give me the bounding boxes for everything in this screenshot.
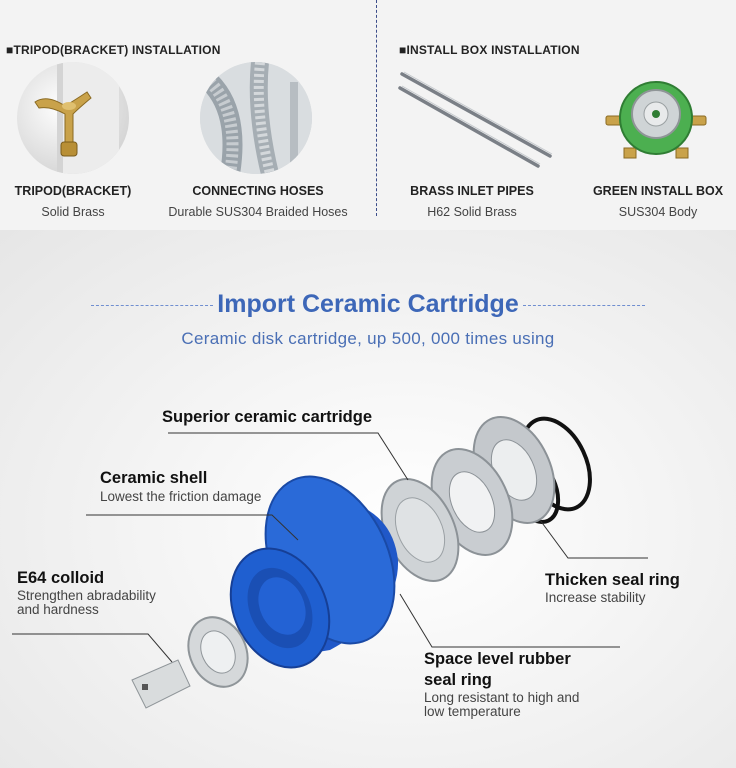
connecting-hoses-image <box>200 62 312 174</box>
install-box-section-title: ■INSTALL BOX INSTALLATION <box>399 43 580 57</box>
pipes-name: BRASS INLET PIPES <box>410 184 534 198</box>
tripod-section-title: ■TRIPOD(BRACKET) INSTALLATION <box>6 43 221 57</box>
pipes-desc: H62 Solid Brass <box>427 205 517 219</box>
rubber-seal-desc-2: low temperature <box>424 704 521 719</box>
thicken-seal-label: Thicken seal ring <box>545 571 680 589</box>
blue-ceramic-shell <box>229 475 399 669</box>
cartridge-subheading: Ceramic disk cartridge, up 500, 000 time… <box>181 329 555 348</box>
tripod-desc: Solid Brass <box>41 205 105 219</box>
brass-inlet-pipes-image <box>398 71 553 168</box>
tripod-name: TRIPOD(BRACKET) <box>14 184 132 198</box>
superior-cartridge-label: Superior ceramic cartridge <box>162 408 373 426</box>
section-divider <box>376 0 377 216</box>
cartridge-heading-text: Import Ceramic Cartridge <box>217 290 519 318</box>
leader-lines <box>12 432 648 663</box>
rubber-seal-desc-1: Long resistant to high and <box>424 690 580 705</box>
cartridge-spindle <box>131 616 249 709</box>
install-box-desc: SUS304 Body <box>618 205 698 219</box>
cartridge-section-bg <box>0 230 736 768</box>
ceramic-shell-label: Ceramic shell <box>100 469 208 487</box>
rubber-seal-label-2: seal ring <box>424 671 492 689</box>
e64-colloid-desc-2: and hardness <box>17 602 99 617</box>
cartridge-heading: Import Ceramic Cartridge <box>0 290 736 319</box>
e64-colloid-label: E64 colloid <box>17 569 105 587</box>
hoses-name: CONNECTING HOSES <box>192 184 324 198</box>
e64-colloid-desc-1: Strengthen abradability <box>17 588 156 603</box>
grey-gear-rings <box>380 416 556 583</box>
install-box-name: GREEN INSTALL BOX <box>592 184 724 198</box>
heading-left-dashes <box>91 304 214 306</box>
ceramic-shell-desc: Lowest the friction damage <box>100 489 262 504</box>
tripod-bracket-image <box>17 62 129 174</box>
green-install-box-image <box>605 81 707 159</box>
heading-right-dashes <box>522 304 645 306</box>
rubber-seal-label-1: Space level rubber <box>424 650 571 668</box>
installation-section: ■TRIPOD(BRACKET) INSTALLATION ■INSTALL B… <box>0 0 736 230</box>
hoses-desc: Durable SUS304 Braided Hoses <box>168 205 348 219</box>
thicken-seal-desc: Increase stability <box>545 590 646 605</box>
